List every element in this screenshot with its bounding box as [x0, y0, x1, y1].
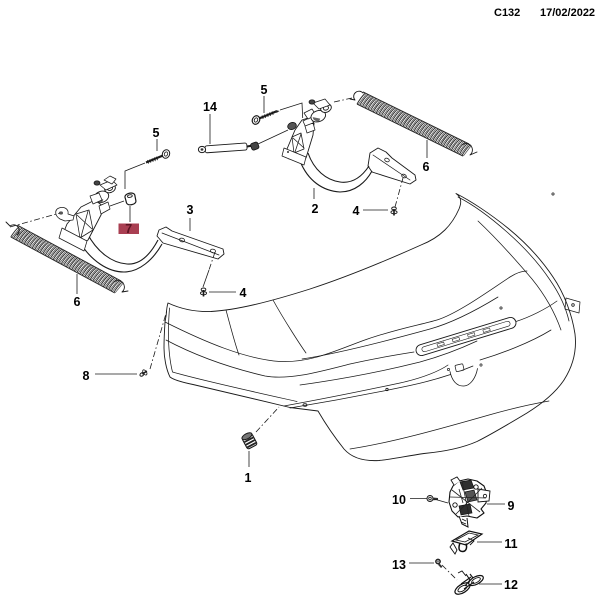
svg-text:5: 5 — [153, 126, 160, 140]
svg-text:C132: C132 — [494, 7, 520, 19]
svg-text:3: 3 — [187, 203, 194, 217]
svg-text:6: 6 — [423, 160, 430, 174]
svg-text:8: 8 — [83, 369, 90, 383]
svg-text:9: 9 — [508, 499, 515, 513]
svg-text:11: 11 — [504, 537, 517, 551]
svg-text:6: 6 — [74, 295, 81, 309]
svg-text:4: 4 — [353, 204, 360, 218]
svg-text:2: 2 — [312, 202, 319, 216]
svg-text:10: 10 — [392, 493, 406, 507]
svg-text:7: 7 — [125, 222, 132, 236]
svg-text:13: 13 — [392, 558, 406, 572]
svg-text:12: 12 — [504, 578, 518, 592]
svg-text:5: 5 — [261, 83, 268, 97]
svg-text:17/02/2022: 17/02/2022 — [540, 7, 595, 19]
svg-text:14: 14 — [203, 100, 217, 114]
svg-text:4: 4 — [240, 286, 247, 300]
svg-text:1: 1 — [245, 471, 252, 485]
